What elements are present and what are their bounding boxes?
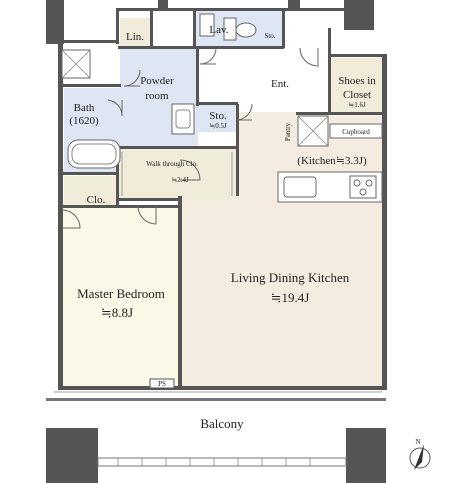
linen-label: Lin. (126, 31, 144, 43)
washbasin (171, 103, 195, 135)
closet-area (64, 176, 116, 208)
master-bedroom-label: Master Bedroom (77, 286, 165, 301)
column-top-right (344, 0, 374, 30)
kitchen-sink (283, 176, 317, 198)
pipe-space (149, 378, 175, 389)
doors (61, 47, 319, 229)
lav-sink (199, 13, 215, 37)
balcony-label: Balcony (200, 416, 244, 431)
cupboard-box (329, 123, 383, 139)
bath-label-1: Bath (74, 102, 95, 114)
compass-arrow-icon (414, 444, 424, 470)
closet-label: Clo. (87, 194, 106, 206)
master-bedroom-size: ≒8.8J (101, 305, 133, 320)
fixtures (61, 13, 383, 389)
column-top-mid (288, 0, 300, 10)
powder-room-label-2: room (145, 90, 169, 102)
compass-circle (409, 447, 431, 469)
pantry-label: Pantry (284, 122, 292, 141)
ldk-label: Living Dining Kitchen (231, 270, 350, 285)
walk-through-closet-area (118, 148, 236, 200)
lavatory-storage-label: Sto. (264, 32, 275, 40)
column-top-left (46, 0, 64, 44)
pipe-space-label: PS (158, 380, 166, 388)
storage-small-area (198, 104, 238, 132)
linen-area (120, 18, 152, 48)
walk-through-closet-label: Walk through Clo. (146, 160, 198, 168)
storage-small-label: Sto. (209, 110, 227, 122)
compass: N (409, 438, 431, 470)
structure (46, 0, 387, 483)
kitchen-label: (Kitchen≒3.3J) (297, 155, 367, 167)
shoes-closet-label-1: Shoes in (338, 75, 376, 87)
entrance-label: Ent. (271, 78, 289, 90)
column-bottom-right (346, 428, 386, 483)
master-bedroom-area (62, 206, 180, 388)
balcony (97, 457, 347, 467)
column-bottom-left (46, 428, 98, 483)
ldk-size: ≒19.4J (271, 290, 310, 305)
stove (349, 175, 377, 199)
shoes-closet-label-2: Closet (343, 89, 371, 101)
compass-north-label: N (415, 438, 420, 446)
shoes-closet-area (330, 58, 382, 114)
room-labels: Lin. Lav. Sto. Powder room Ent. Shoes in… (69, 24, 376, 431)
toilet (235, 22, 257, 38)
shoes-closet-size: ≒1.6J (348, 101, 366, 109)
storage-small-size: ≒0.5J (209, 122, 227, 130)
bath-label-2: (1620) (69, 115, 99, 127)
entrance-area (198, 48, 330, 104)
powder-room-label-1: Powder (140, 75, 174, 87)
cupboard-label: Cupboard (342, 128, 370, 136)
walk-through-closet-size: ≒2.4J (171, 176, 189, 184)
column-top-center (158, 0, 168, 10)
bathtub (67, 139, 121, 169)
lavatory-label: Lav. (209, 24, 228, 36)
